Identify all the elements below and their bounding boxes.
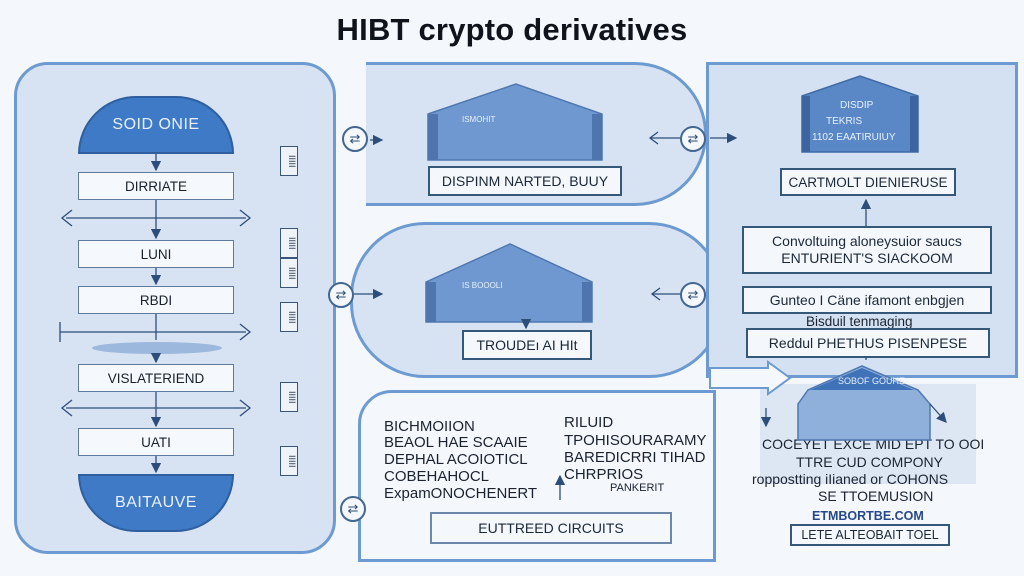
right-bottom-bar: LETE ALTEOBAIT TOEL (790, 524, 950, 546)
link-icon-mid-left: ⇄ (328, 282, 354, 308)
side-tag-4: IIIII (280, 302, 298, 332)
link-icon-mid-right: ⇄ (680, 282, 706, 308)
link-icon-bottom-left: ⇄ (340, 496, 366, 522)
left-step-1: DIRRIATE (78, 172, 234, 200)
bottom-col2-line5: PANKERIT (610, 482, 665, 494)
right-low-building-text: SOBOF GOUHE (838, 376, 905, 386)
left-flow-connectors (59, 154, 252, 474)
bottom-col2-line3: BAREDICRRI TIHAD (564, 449, 706, 466)
left-step-5: UATI (78, 428, 234, 456)
mid-center-building (425, 243, 593, 323)
left-step-2: LUNI (78, 240, 234, 268)
left-top-cap: SOID ONIE (78, 96, 234, 154)
right-box-2-line1: Convoltuing aloneysuior saucs (772, 233, 962, 249)
left-step-4: VISLATERIEND (78, 364, 234, 392)
right-building-text-2: TEKRIS (826, 116, 862, 127)
bottom-center-bar: EUTTREED CIRCUITS (430, 512, 672, 544)
right-low-line3: roppostting iIianed or COHONS (752, 471, 949, 487)
link-icon-top-right: ⇄ (680, 126, 706, 152)
right-building-text-3: 1102 EAATIRUIUY (812, 132, 896, 143)
right-low-line2: TTRE CUD COMPONY (796, 454, 943, 470)
mid-center-label: TROUDEı AI HIt (462, 330, 592, 360)
side-tag-2: IIIII (280, 228, 298, 258)
right-url: ETMBORTBE.COM (812, 509, 924, 523)
right-building-text-1: DISDIP (840, 100, 874, 111)
left-step-3: RBDI (78, 286, 234, 314)
right-low-building (797, 365, 931, 441)
side-tag-6: IIIII (280, 446, 298, 476)
right-low-line4: SE TTOEMUSION (818, 488, 934, 504)
center-connectors (352, 131, 947, 500)
right-box-3-sub: Bisduil tenmaging (806, 314, 913, 329)
right-box-3: Gunteo I Cäne ifamont enbgjen (742, 286, 992, 314)
side-tag-5: IIIII (280, 382, 298, 412)
side-tag-1: IIIII (280, 146, 298, 176)
mid-building-text: IS BOOOLI (462, 281, 502, 290)
bottom-col1-line1: BICHMOIION (384, 418, 475, 435)
right-box-1: CARTMOLT DIENIERUSE (780, 168, 956, 196)
bottom-right-band (709, 360, 792, 396)
top-building-text: ISMOHIT (462, 115, 495, 124)
bottom-col1-line4: COBEHAHOCL (384, 468, 490, 485)
bottom-col2-line4: CHRPRIOS (564, 466, 644, 483)
right-box-2: Convoltuing aloneysuior saucs ENTURIENT'… (742, 226, 992, 274)
right-top-building (801, 75, 919, 153)
bottom-col2-line1: RILUID (564, 414, 614, 431)
bottom-col2-line2: TPOHISOURARAMY (564, 432, 707, 449)
top-center-label: DISPINM NARTED, BUUY (428, 166, 622, 196)
diagram-title: HIBT crypto derivatives (336, 12, 688, 47)
bottom-col1-line3: DEPHAL ACOIOTICL (384, 451, 528, 468)
left-ellipse-marker (92, 342, 222, 354)
right-box-4: Reddul PHETHUS PISENPESE (746, 328, 990, 358)
link-icon-top-left: ⇄ (342, 126, 368, 152)
bottom-col1-line5: ExpamONOCHENERT (384, 485, 538, 502)
bottom-col1-line2: BEAOL HAE SCAAIE (384, 434, 528, 451)
right-box-2-line2: ENTURIENT'S SIACKOOM (781, 250, 953, 266)
side-tag-3: IIIII (280, 258, 298, 288)
top-center-building (427, 83, 603, 161)
